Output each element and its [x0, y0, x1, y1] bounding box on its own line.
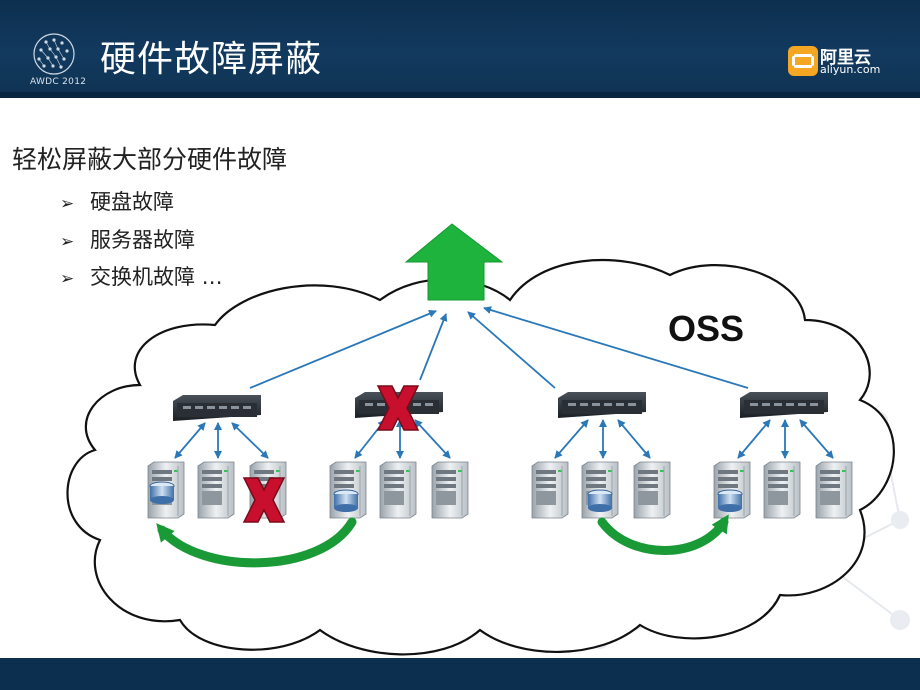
awdc-globe-logo-icon [33, 33, 75, 75]
oss-cloud-shape [66, 259, 895, 656]
disk-icon [717, 489, 743, 512]
disk-icon [587, 489, 613, 512]
bullet-item: ➢ 交换机故障 … [60, 261, 223, 291]
server-icon [763, 461, 801, 519]
content-heading: 轻松屏蔽大部分硬件故障 [12, 145, 288, 174]
bullet-arrow-icon: ➢ [60, 269, 75, 289]
server-icon [633, 461, 671, 519]
brand-name-cn: 阿里云 [820, 48, 871, 68]
uplink-arrows [249, 306, 749, 389]
switch-3 [558, 392, 646, 418]
server-links [174, 419, 834, 459]
brand-url: aliyun.com [820, 63, 881, 76]
aliyun-brand-icon [788, 46, 818, 76]
disk-icon [149, 481, 175, 504]
header-divider [0, 92, 920, 98]
bullet-text: 硬盘故障 [90, 190, 174, 214]
upload-arrow-icon [404, 223, 504, 301]
replication-arrow-left [156, 517, 357, 568]
footer-bar [0, 658, 920, 690]
header-bar [0, 0, 920, 98]
bullet-item: ➢ 硬盘故障 [60, 186, 174, 216]
event-logo-text: AWDC 2012 [30, 77, 87, 87]
bullet-text: 服务器故障 [90, 228, 195, 252]
server-icon [431, 461, 469, 519]
switch-1 [173, 395, 261, 421]
bullet-text: 交换机故障 … [90, 265, 223, 289]
switch-failure-x-icon [376, 385, 420, 431]
disk-icon [333, 489, 359, 512]
bullet-arrow-icon: ➢ [60, 194, 75, 214]
server-group [147, 461, 853, 519]
slide-title: 硬件故障屏蔽 [100, 39, 323, 80]
switch-4 [740, 392, 828, 418]
server-icon [379, 461, 417, 519]
bullet-item: ➢ 服务器故障 [60, 224, 195, 254]
replication-arrow-right [597, 514, 729, 555]
server-failure-x-icon [242, 477, 286, 523]
oss-label: OSS [668, 308, 745, 349]
server-icon [531, 461, 569, 519]
server-icon [815, 461, 853, 519]
bullet-arrow-icon: ➢ [60, 232, 75, 252]
server-icon [197, 461, 235, 519]
